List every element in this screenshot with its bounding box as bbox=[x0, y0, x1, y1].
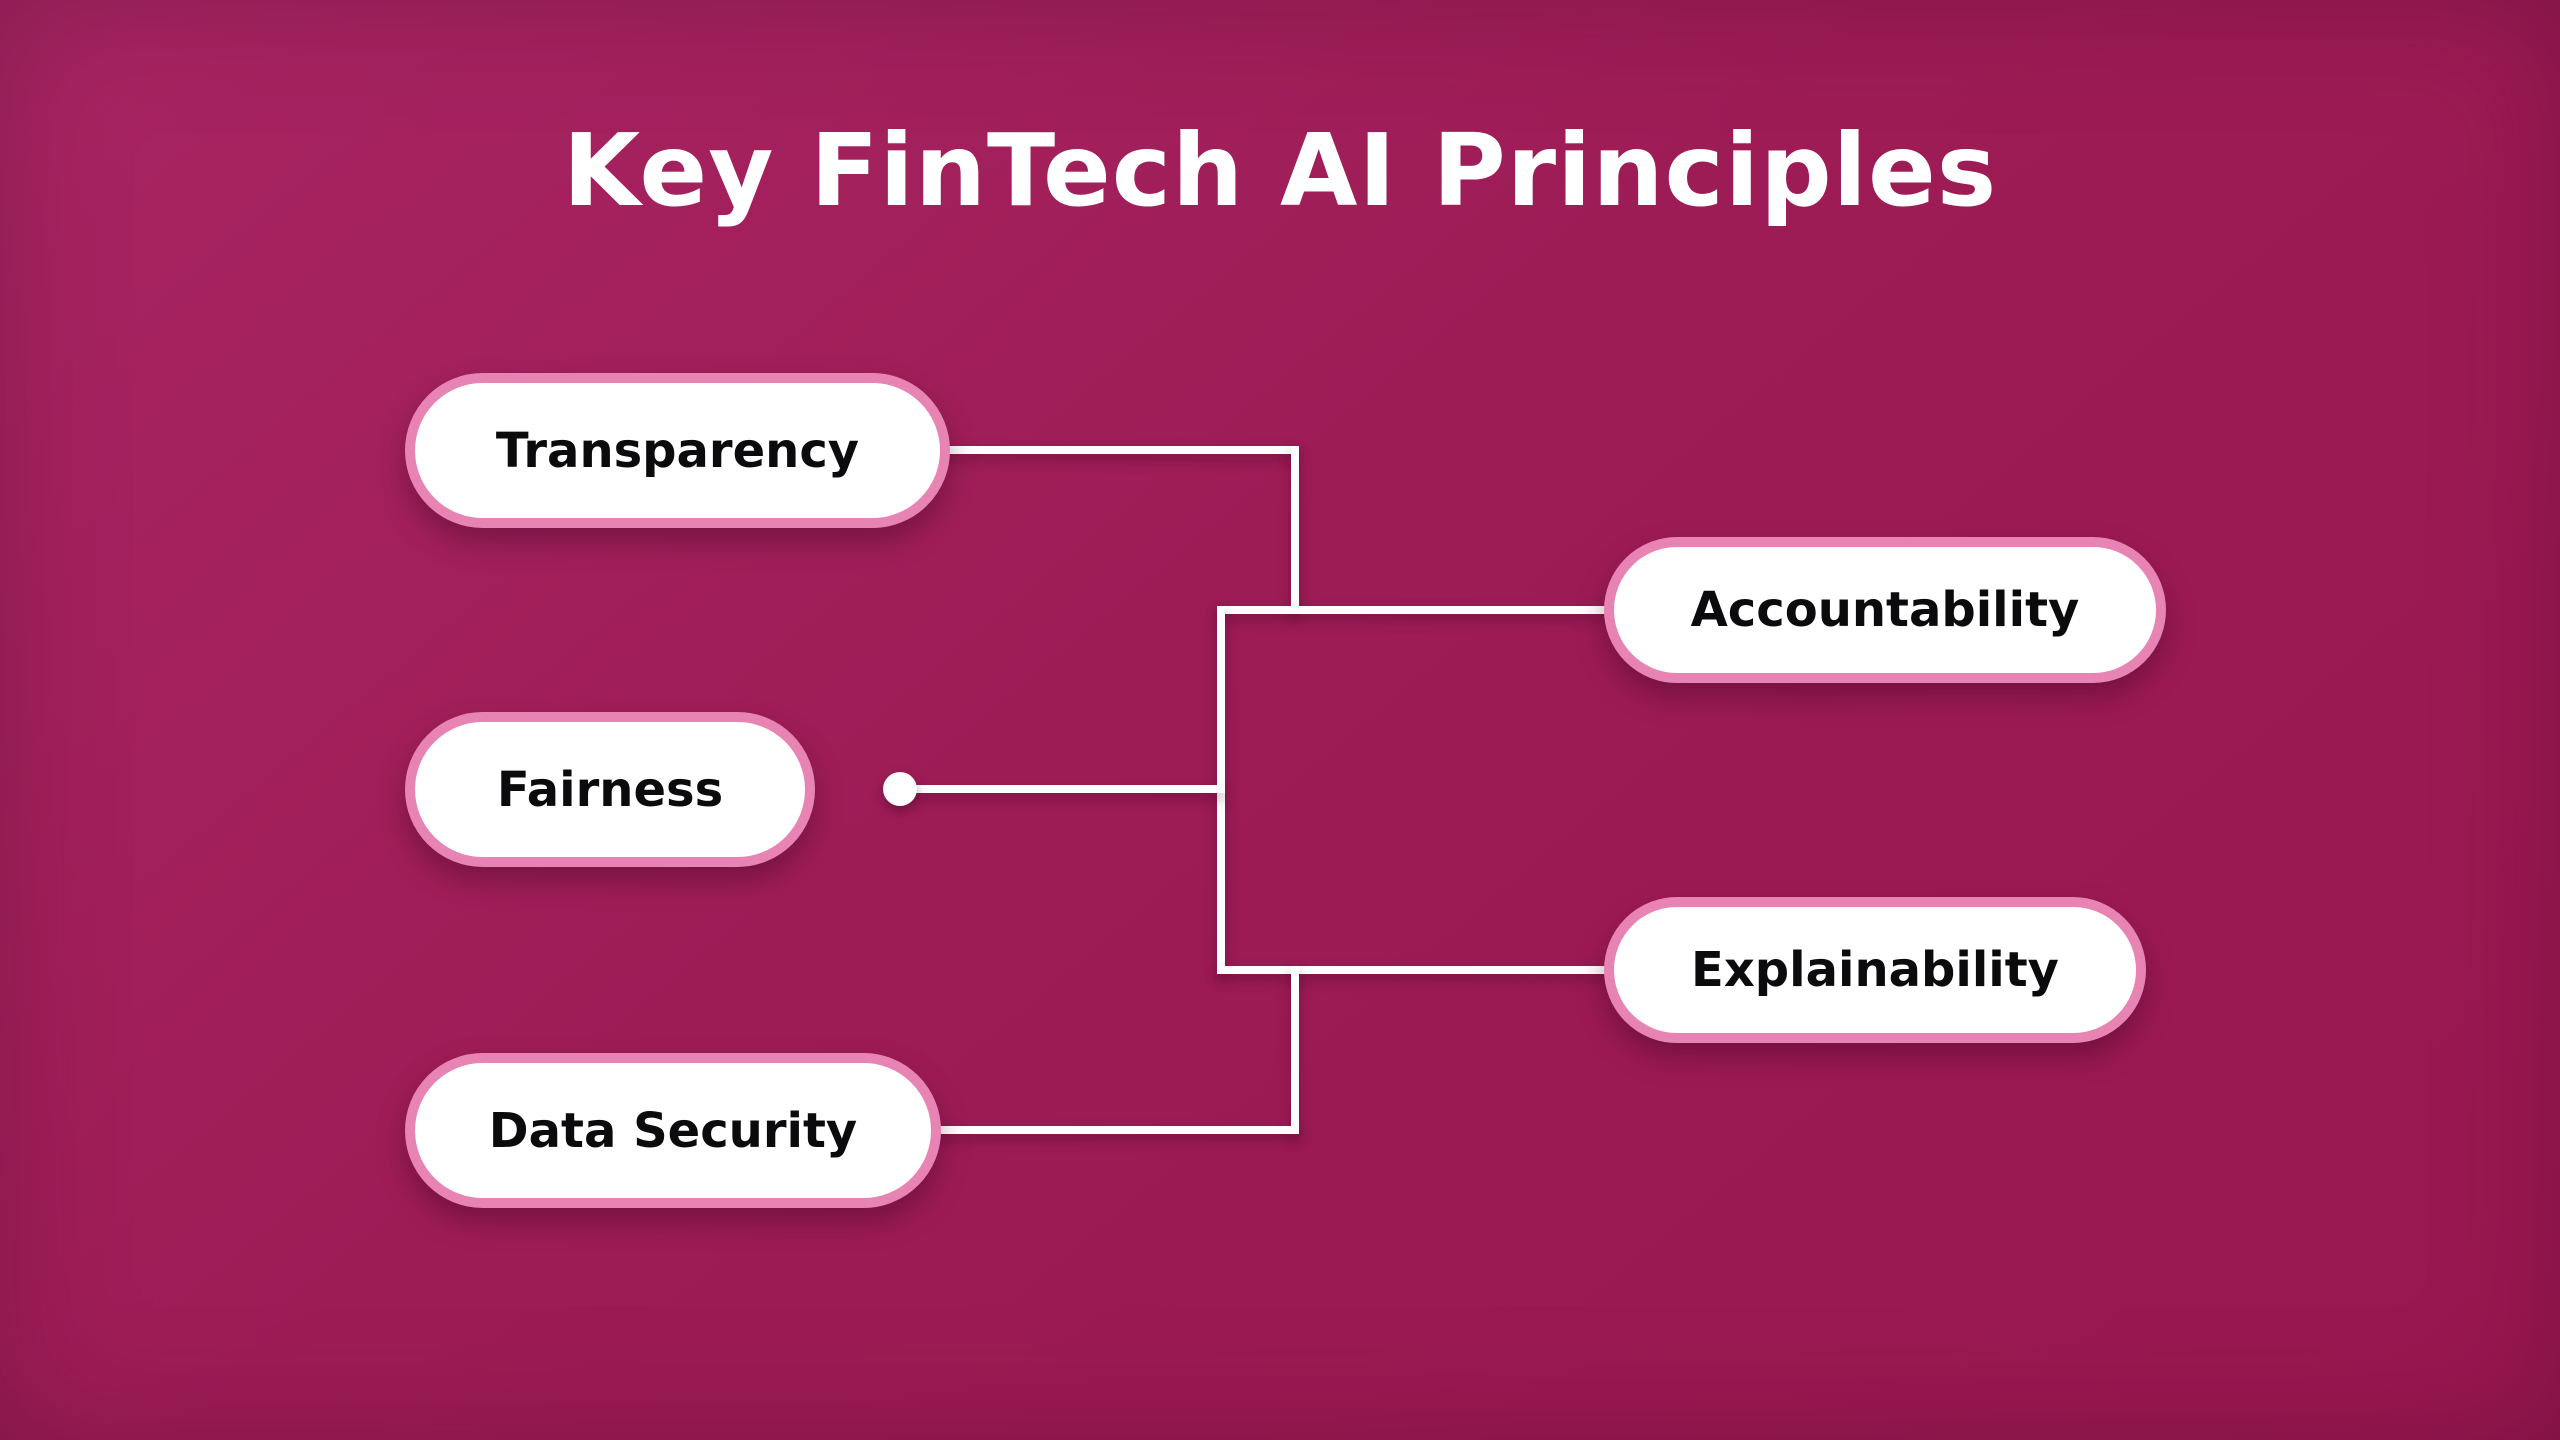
node-fairness: Fairness bbox=[405, 712, 815, 867]
connector-fairness-horizontal bbox=[900, 785, 1225, 793]
node-explainability-label: Explainability bbox=[1691, 942, 2059, 998]
connector-transparency-vertical bbox=[1291, 446, 1299, 614]
node-explainability: Explainability bbox=[1604, 897, 2146, 1043]
node-transparency: Transparency bbox=[405, 373, 950, 528]
node-transparency-label: Transparency bbox=[495, 422, 860, 479]
connector-explainability-branch bbox=[1217, 966, 1614, 974]
fairness-connector-dot bbox=[883, 772, 917, 806]
page-title: Key FinTech AI Principles bbox=[562, 112, 1998, 229]
node-fairness-label: Fairness bbox=[496, 761, 724, 818]
connector-accountability-branch bbox=[1217, 606, 1614, 614]
connector-data-security-horizontal bbox=[930, 1126, 1299, 1134]
node-accountability: Accountability bbox=[1604, 537, 2166, 683]
node-accountability-label: Accountability bbox=[1690, 582, 2080, 638]
node-data-security-label: Data Security bbox=[488, 1102, 858, 1159]
connector-data-security-vertical bbox=[1291, 966, 1299, 1134]
connector-transparency-horizontal bbox=[930, 446, 1299, 454]
node-data-security: Data Security bbox=[405, 1053, 941, 1208]
